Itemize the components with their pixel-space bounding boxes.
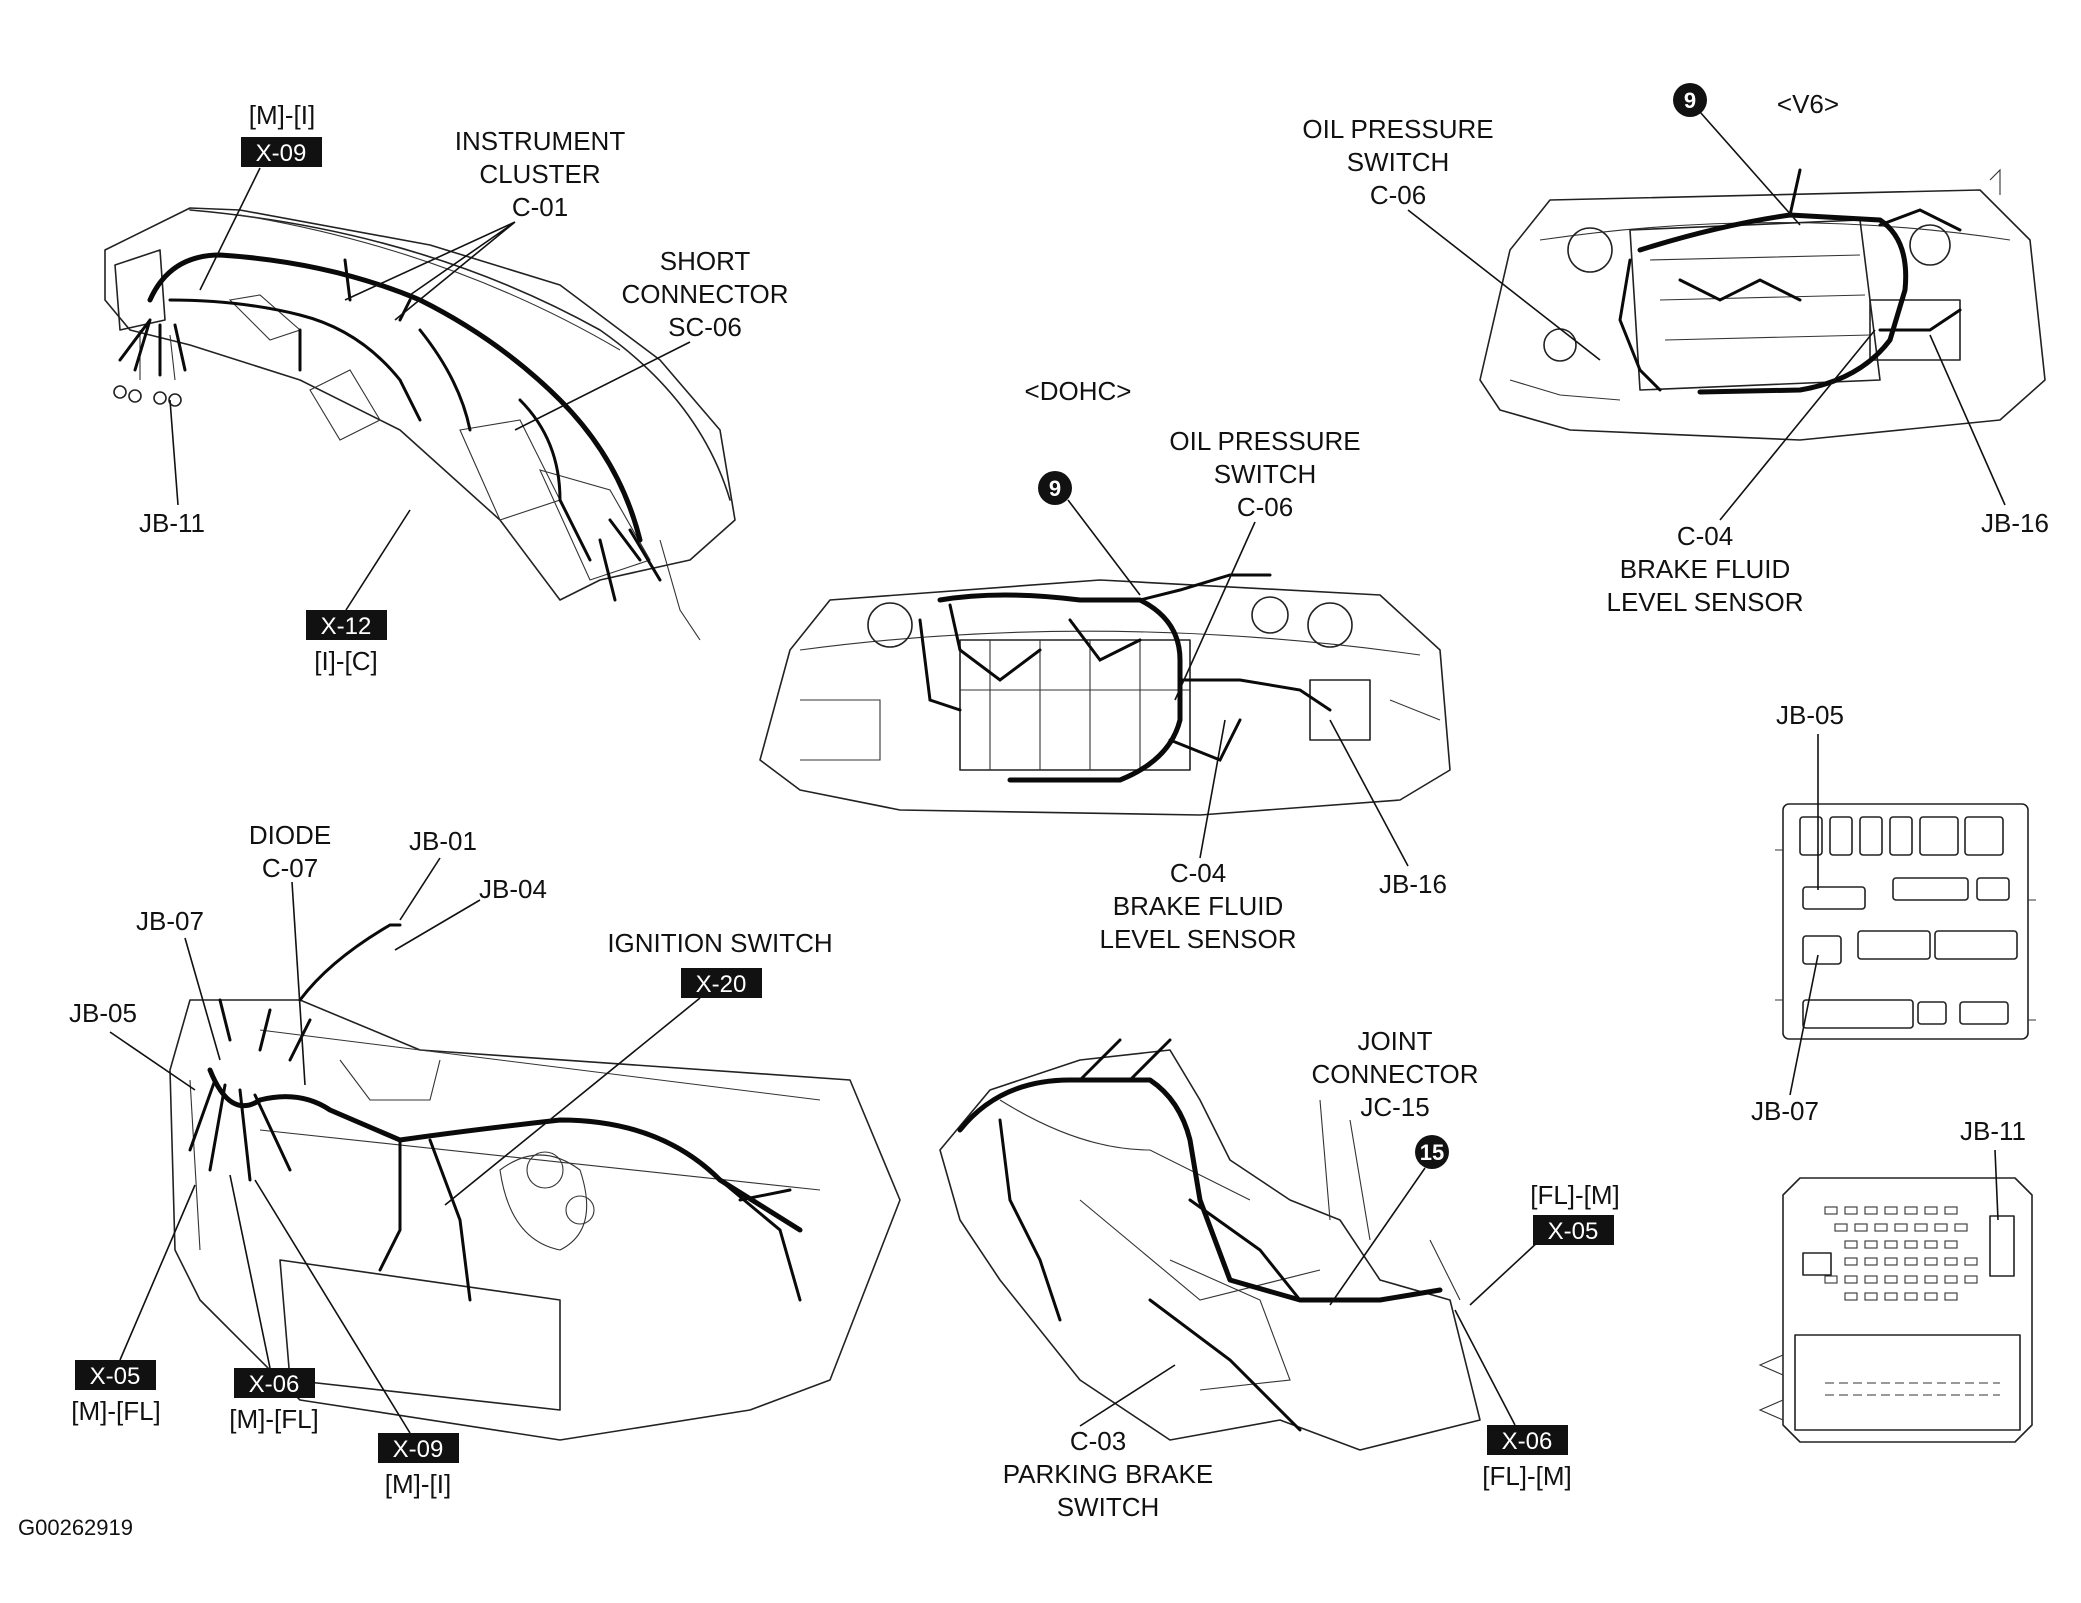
brake-fluid-dohc-label-1: C-04	[1170, 858, 1226, 888]
diode-label-1: DIODE	[249, 820, 331, 850]
jb01-label: JB-01	[409, 826, 477, 856]
mi-top-label: [M]-[I]	[249, 100, 315, 130]
x09-top-tag-box	[241, 137, 322, 167]
short-connector-label-1: SHORT	[660, 246, 751, 276]
oil-pressure-v6-label-1: OIL PRESSURE	[1302, 114, 1493, 144]
dohc-label: <DOHC>	[1025, 376, 1132, 406]
jb04-label: JB-04	[479, 874, 547, 904]
dohc-engine-illustration	[759, 579, 1451, 816]
x06-right-tag: X-06	[1502, 1428, 1553, 1455]
jb11-right-label: JB-11	[1960, 1116, 2026, 1146]
instrument-panel-illustration	[104, 207, 736, 641]
brake-fluid-v6-label-2: BRAKE FLUID	[1620, 554, 1791, 584]
parking-brake-label-1: C-03	[1070, 1426, 1126, 1456]
brake-fluid-dohc-label-2: BRAKE FLUID	[1113, 891, 1284, 921]
dohc-engine-harness	[918, 573, 1332, 783]
mfl-a-label: [M]-[FL]	[71, 1396, 161, 1426]
short-connector-label-2: CONNECTOR	[621, 279, 788, 309]
floor-harness	[957, 1038, 1443, 1432]
x06-left-tag-box	[234, 1368, 315, 1398]
x20-tag-box	[681, 968, 762, 998]
x09-bottom-tag-box	[378, 1433, 459, 1463]
parking-brake-label-2: PARKING BRAKE	[1003, 1459, 1213, 1489]
v6-marker-9-circle	[1673, 83, 1707, 117]
x06-left-tag: X-06	[249, 1371, 300, 1398]
oil-pressure-v6-label-3: C-06	[1370, 180, 1426, 210]
x12-tag: X-12	[321, 613, 372, 640]
jb11-left-label: JB-11	[139, 508, 205, 538]
v6-marker-9: 9	[1684, 88, 1696, 113]
oil-pressure-v6-label-2: SWITCH	[1347, 147, 1450, 177]
v6-engine-harness	[1618, 168, 1962, 395]
x20-tag: X-20	[696, 971, 747, 998]
oil-pressure-dohc-label-2: SWITCH	[1214, 459, 1317, 489]
jc15-marker: 15	[1420, 1140, 1444, 1165]
floor-harness-illustration	[939, 1049, 1481, 1451]
jb07-left-label: JB-07	[136, 906, 204, 936]
jb05-fuse-box	[1775, 803, 2036, 1040]
jb05-left-label: JB-05	[69, 998, 137, 1028]
x05-right-tag: X-05	[1548, 1218, 1599, 1245]
dohc-marker-9-circle	[1038, 471, 1072, 505]
x09-top-tag: X-09	[256, 140, 307, 167]
jb16-dohc-label: JB-16	[1379, 869, 1447, 899]
instrument-panel-harness	[113, 252, 662, 602]
oil-pressure-dohc-label-1: OIL PRESSURE	[1169, 426, 1360, 456]
joint-connector-label-1: JOINT	[1357, 1026, 1432, 1056]
short-connector-label-3: SC-06	[668, 312, 742, 342]
x05-left-tag: X-05	[90, 1363, 141, 1390]
dohc-marker-9: 9	[1049, 476, 1061, 501]
mi-bottom-label: [M]-[I]	[385, 1469, 451, 1499]
instrument-cluster-label-2: CLUSTER	[479, 159, 600, 189]
diode-label-2: C-07	[262, 853, 318, 883]
x06-right-tag-box	[1487, 1425, 1568, 1455]
x12-tag-box	[306, 610, 387, 640]
ic-bottom-label: [I]-[C]	[314, 646, 378, 676]
brake-fluid-dohc-label-3: LEVEL SENSOR	[1099, 924, 1296, 954]
ignition-switch-label: IGNITION SWITCH	[607, 928, 832, 958]
oil-pressure-dohc-label-3: C-06	[1237, 492, 1293, 522]
lower-dash-harness	[188, 923, 803, 1302]
instrument-cluster-label-1: INSTRUMENT	[455, 126, 626, 156]
parking-brake-label-3: SWITCH	[1057, 1492, 1160, 1522]
x09-bottom-tag: X-09	[393, 1436, 444, 1463]
mfl-b-label: [M]-[FL]	[229, 1404, 319, 1434]
jb16-v6-label: JB-16	[1981, 508, 2049, 538]
flm-top-label: [FL]-[M]	[1530, 1180, 1620, 1210]
joint-connector-label-2: CONNECTOR	[1311, 1059, 1478, 1089]
jb11-junction-box	[1758, 1177, 2033, 1443]
x05-right-tag-box	[1533, 1215, 1614, 1245]
jc15-marker-circle	[1415, 1135, 1449, 1169]
brake-fluid-v6-label-3: LEVEL SENSOR	[1606, 587, 1803, 617]
flm-bottom-label: [FL]-[M]	[1482, 1461, 1572, 1491]
x05-left-tag-box	[75, 1360, 156, 1390]
jb05-right-label: JB-05	[1776, 700, 1844, 730]
brake-fluid-v6-label-1: C-04	[1677, 521, 1733, 551]
v6-label: <V6>	[1777, 89, 1839, 119]
instrument-cluster-label-3: C-01	[512, 192, 568, 222]
v6-engine-illustration	[1479, 168, 2046, 441]
joint-connector-label-3: JC-15	[1360, 1092, 1429, 1122]
jb07-right-label: JB-07	[1751, 1096, 1819, 1126]
figure-id: G00262919	[18, 1515, 133, 1540]
